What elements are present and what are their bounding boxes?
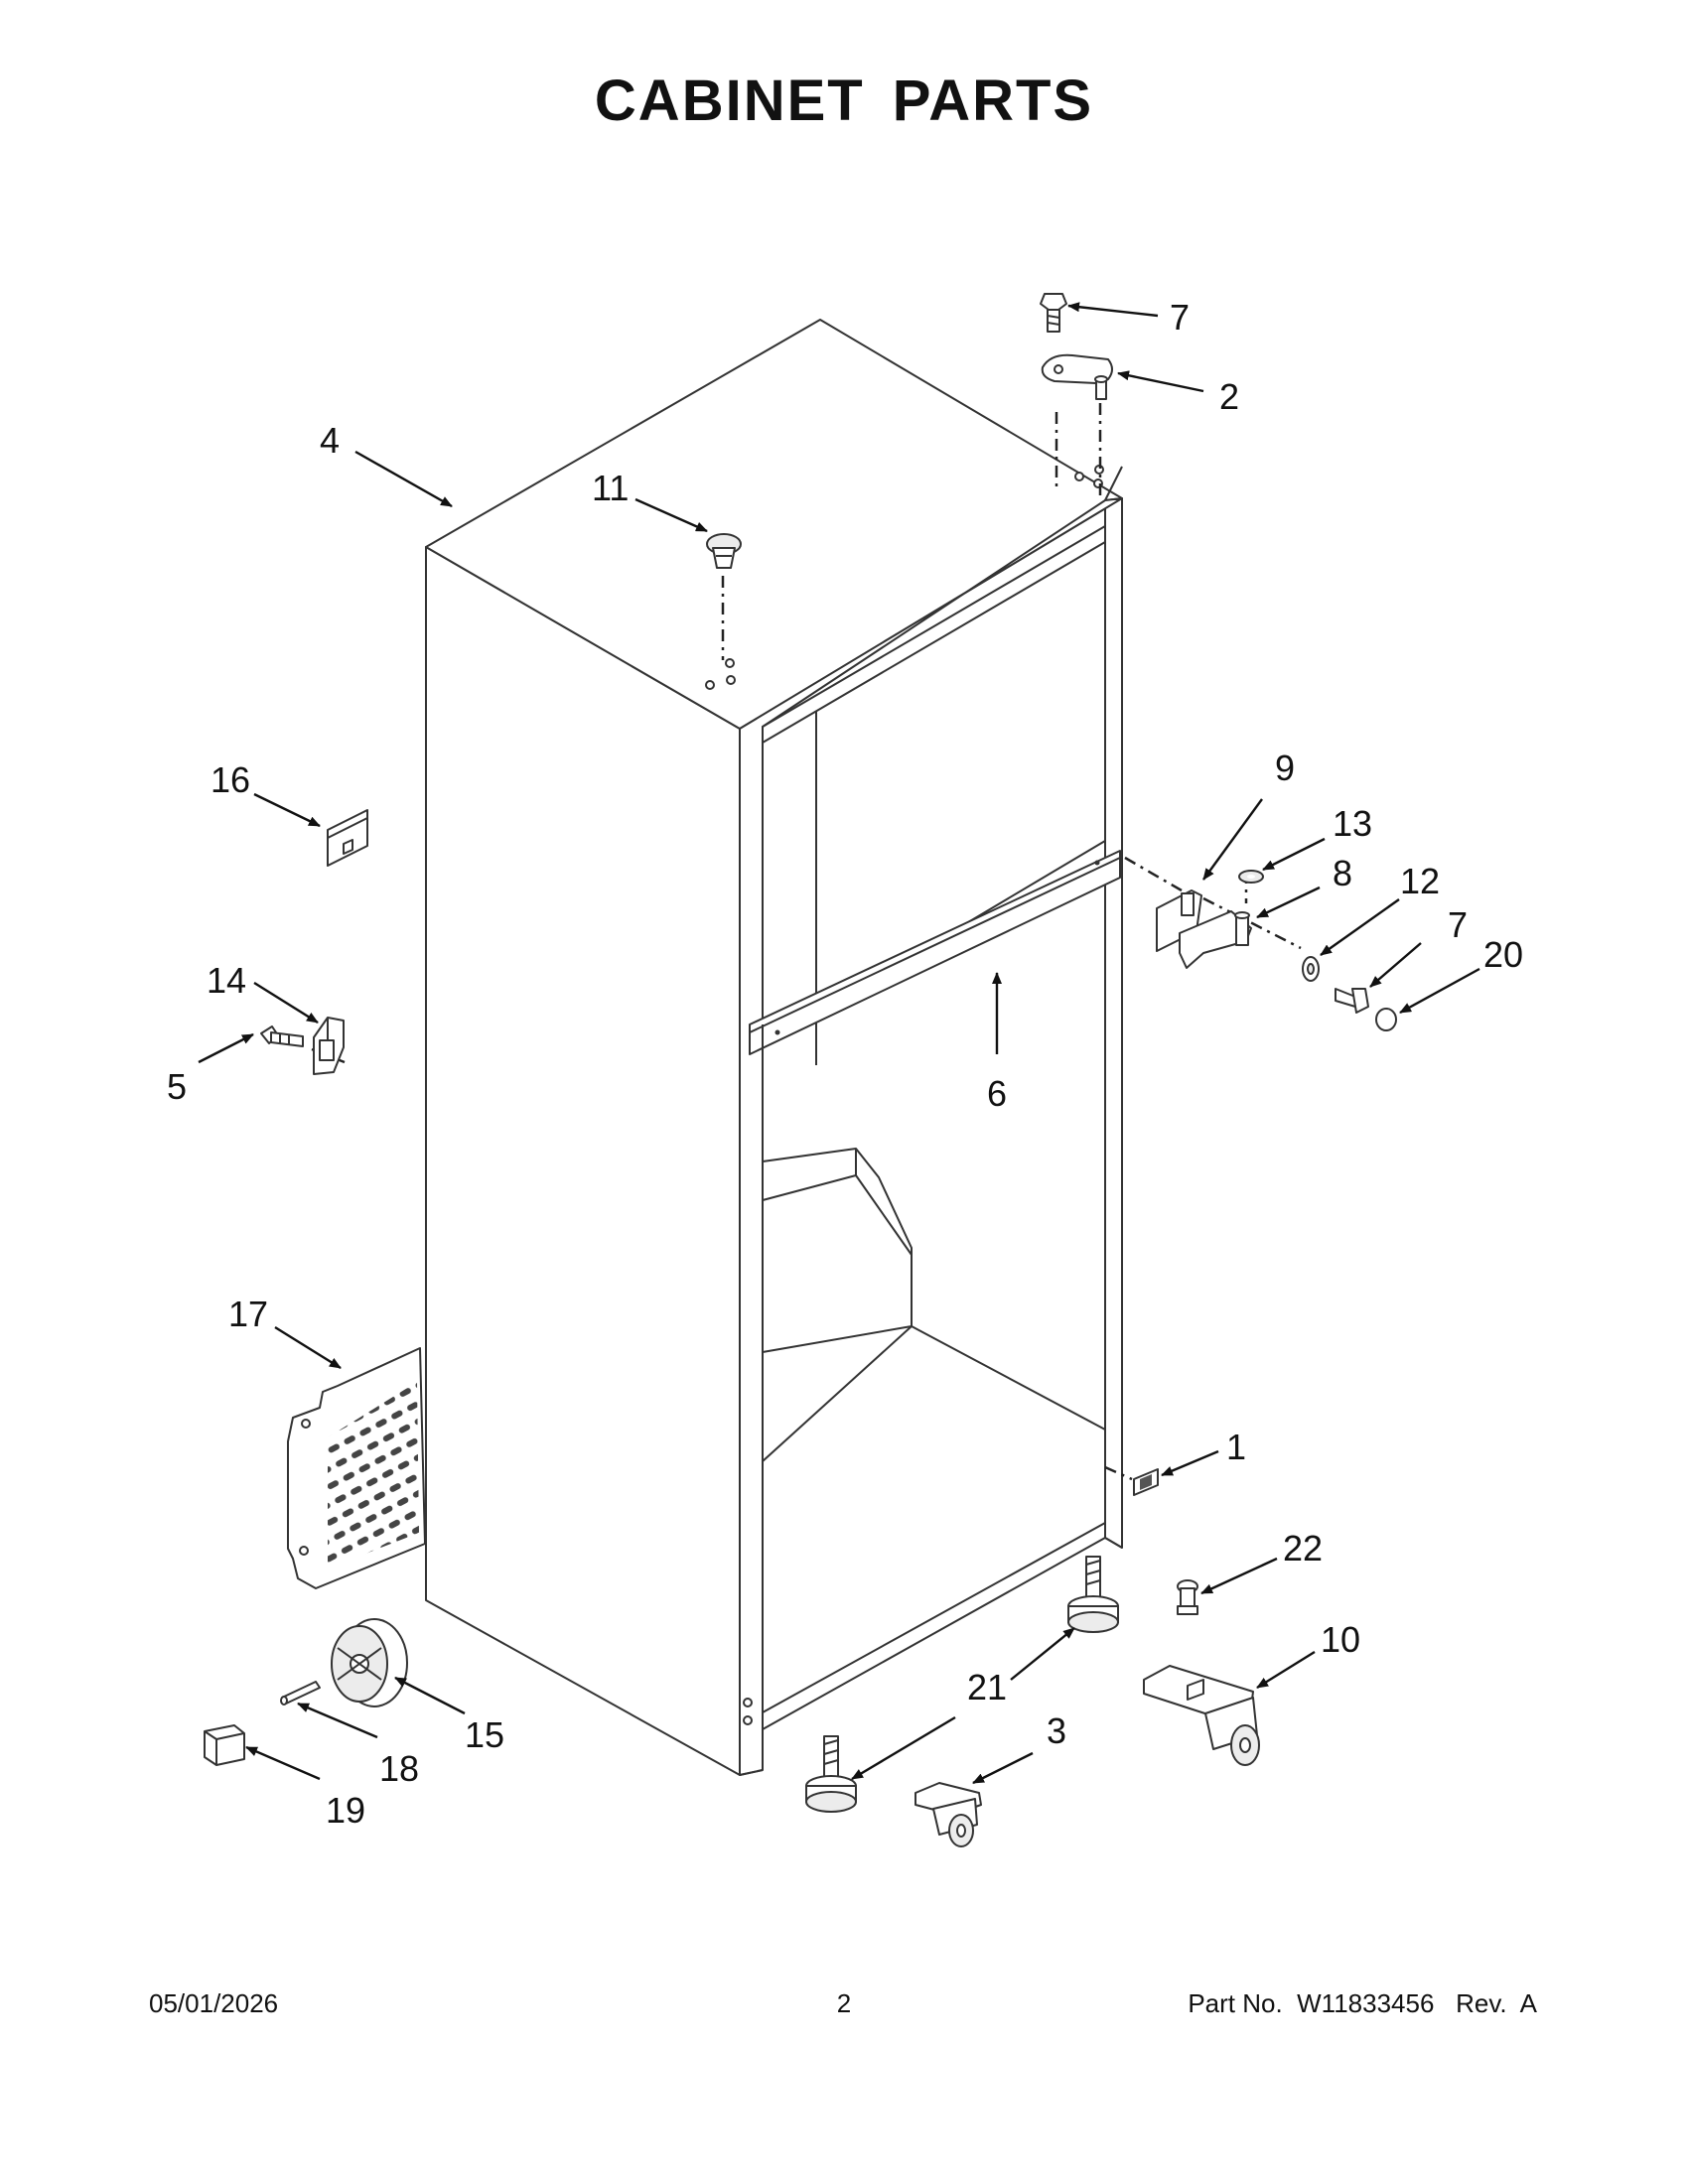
- callout-19: 19: [326, 1790, 365, 1831]
- callout-labels: 7 2 4 11 16 14 5 6 9 13 8 12 7 20 17 1 2…: [167, 297, 1523, 1831]
- vent-grille: [287, 1347, 426, 1589]
- callout-4: 4: [320, 420, 340, 461]
- hinge-screw-side: [1335, 988, 1369, 1014]
- callout-9: 9: [1275, 748, 1295, 788]
- hinge-cap: [1375, 1008, 1397, 1031]
- clip: [1133, 1468, 1159, 1496]
- leveling-leg-left: [805, 1735, 857, 1813]
- leveling-leg-right: [1067, 1556, 1119, 1633]
- front-caster-large: [1143, 1665, 1260, 1766]
- callout-5: 5: [167, 1066, 187, 1107]
- callout-2: 2: [1219, 376, 1239, 417]
- callout-18: 18: [379, 1748, 419, 1789]
- cabinet-body: [425, 319, 1123, 1776]
- callout-13: 13: [1333, 803, 1372, 844]
- callout-22: 22: [1283, 1528, 1323, 1569]
- side-hinge-bracket: [313, 1017, 345, 1075]
- callout-8: 8: [1333, 853, 1352, 893]
- side-screw: [260, 1025, 304, 1047]
- bracket: [327, 809, 368, 867]
- mullion-rail: [749, 850, 1121, 1055]
- hinge-screw-top: [1040, 293, 1067, 333]
- footer-date: 05/01/2026: [149, 1988, 279, 2018]
- callout-10: 10: [1321, 1619, 1360, 1660]
- front-caster-small: [914, 1782, 982, 1847]
- top-hinge: [1041, 353, 1113, 400]
- callout-15: 15: [465, 1714, 504, 1755]
- callout-6: 6: [987, 1073, 1007, 1114]
- end-cap: [204, 1724, 245, 1766]
- callout-11: 11: [592, 468, 629, 508]
- callout-17: 17: [228, 1294, 268, 1334]
- bolt: [1177, 1579, 1198, 1615]
- hole-plug: [706, 533, 742, 569]
- leader-arrows: [198, 302, 1480, 1785]
- callout-12: 12: [1400, 861, 1440, 901]
- callout-1: 1: [1226, 1427, 1246, 1467]
- center-hinge: [1156, 889, 1252, 969]
- page-title: CABINET PARTS: [594, 68, 1094, 133]
- rear-wheel: [331, 1618, 408, 1707]
- callout-7a: 7: [1170, 297, 1190, 338]
- callout-20: 20: [1483, 934, 1523, 975]
- callout-21: 21: [967, 1667, 1007, 1707]
- callout-14: 14: [207, 960, 246, 1001]
- footer-part-number: Part No. W11833456 Rev. A: [1188, 1988, 1537, 2018]
- callout-16: 16: [211, 759, 250, 800]
- spacer: [1302, 956, 1320, 982]
- axle-pin: [280, 1681, 321, 1706]
- footer-page-number: 2: [836, 1988, 852, 2018]
- callout-3: 3: [1047, 1710, 1066, 1751]
- callout-7b: 7: [1448, 904, 1468, 945]
